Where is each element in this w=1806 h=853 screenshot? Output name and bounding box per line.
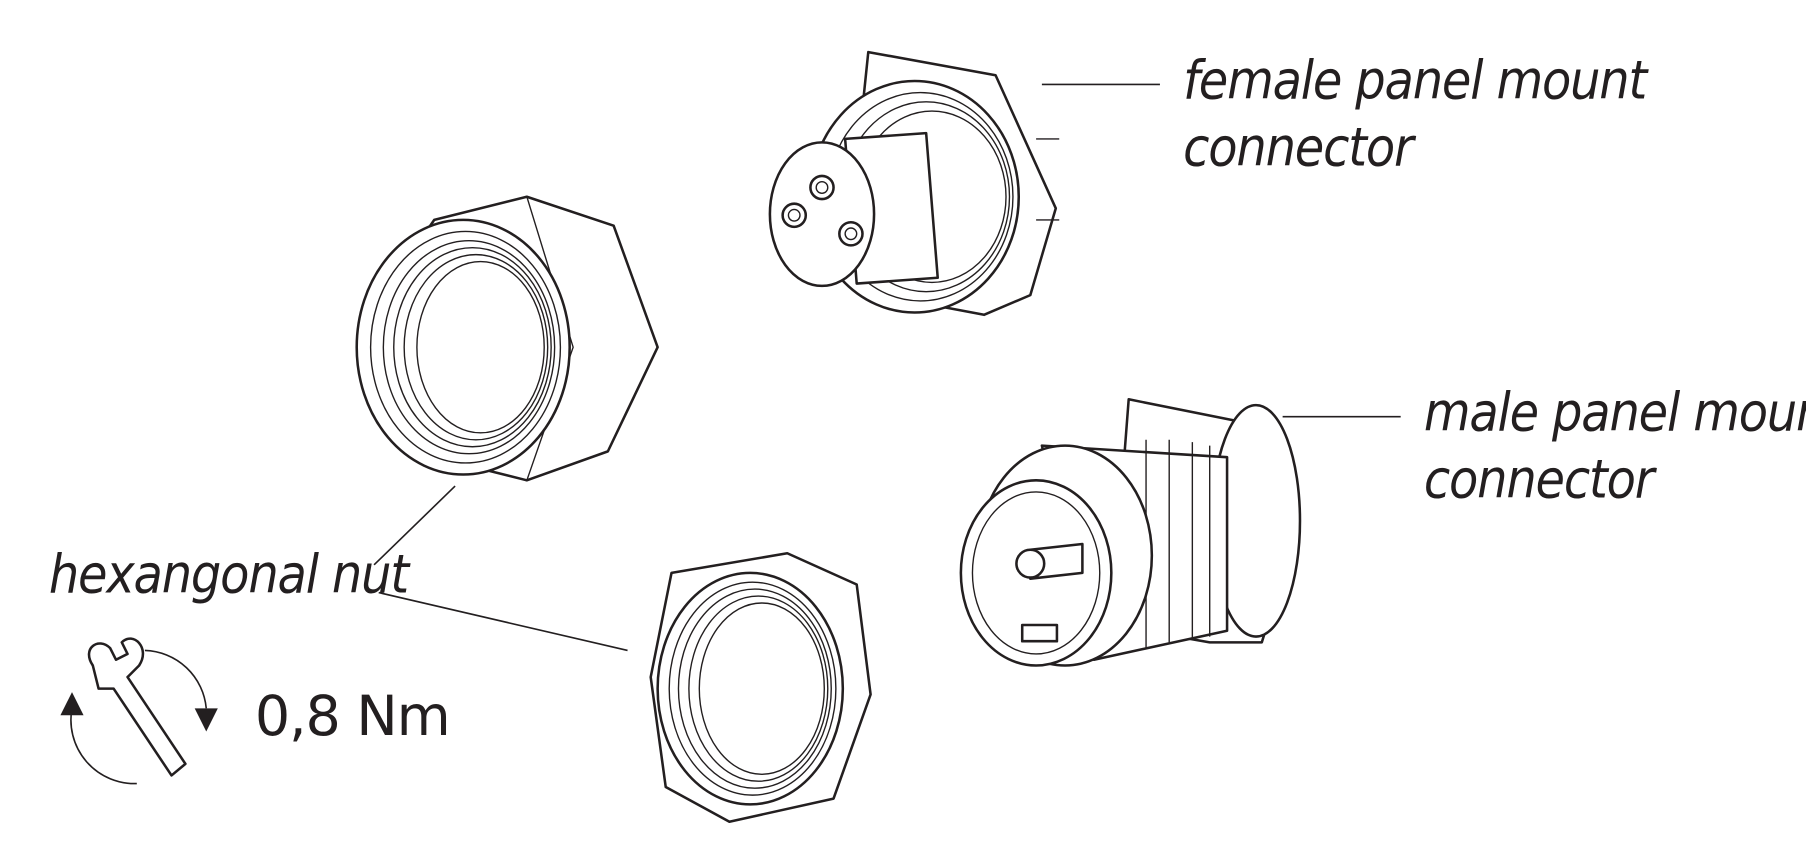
male-label-line1: male panel mount [1424, 382, 1806, 444]
hexagonal-nut [355, 195, 659, 482]
female-panel-mount-connector [768, 50, 1060, 317]
nut-label: hexangonal nut [49, 544, 411, 606]
torque-value: 0,8 Nm [255, 684, 450, 749]
nut-leader-line-2 [378, 591, 628, 652]
small-lock-nut [649, 551, 872, 824]
female-label-line1: female panel mount [1183, 49, 1649, 111]
male-panel-mount-connector [959, 398, 1302, 667]
nut-leader-line-1 [373, 485, 456, 566]
male-label-line2: connector [1424, 449, 1658, 511]
wrench-icon [87, 637, 187, 777]
rotate-arrows-icon [60, 649, 218, 785]
female-label-line2: connector [1183, 117, 1417, 179]
